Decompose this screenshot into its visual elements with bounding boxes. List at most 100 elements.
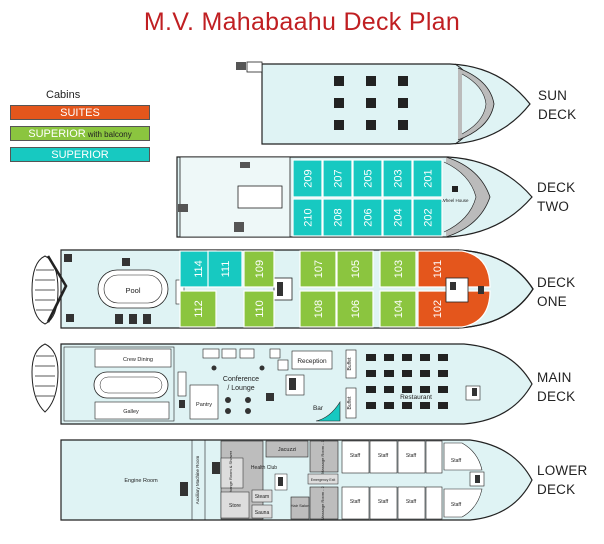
- staff-room: Staff: [397, 486, 426, 520]
- staff-room: Staff: [341, 486, 370, 520]
- cabin-box: [352, 159, 383, 198]
- table-icon: [420, 354, 430, 361]
- massage1-label: Massage Room - 1: [320, 439, 325, 474]
- table-icon: [384, 402, 394, 409]
- pool-label: Pool: [125, 286, 140, 295]
- table-icon: [438, 354, 448, 361]
- legend-suites-label: SUITES: [60, 107, 100, 119]
- bar-label: Bar: [313, 405, 324, 412]
- table-icon: [438, 386, 448, 393]
- change-room-label: Change Room & Shower: [228, 450, 233, 495]
- legend-superior-balcony-suffix: with balcony: [87, 130, 132, 139]
- cabin-number: 105: [350, 260, 362, 278]
- cabin-box: [412, 198, 443, 237]
- staff-label: Staff: [406, 453, 417, 459]
- cabin-number: 109: [254, 260, 266, 278]
- cabin-number: 202: [423, 208, 435, 226]
- engine-room-label: Engine Room: [124, 478, 158, 484]
- cabin-208: 208: [322, 198, 353, 237]
- reception-label: Reception: [297, 358, 327, 365]
- cabin-104: 104: [379, 290, 417, 328]
- cabin-box: [352, 198, 383, 237]
- label-deck-one: DECK ONE: [537, 273, 575, 311]
- staff-label: Staff: [451, 458, 462, 464]
- table-icon: [366, 370, 376, 377]
- page-title: M.V. Mahabaahu Deck Plan: [143, 8, 461, 36]
- cabin-204: 204: [382, 198, 413, 237]
- legend-superior-balcony-label: SUPERIOR: [28, 128, 86, 140]
- legend-suites: SUITES: [10, 105, 150, 120]
- cabin-number: 114: [193, 260, 205, 278]
- cabin-112: 112: [179, 290, 217, 328]
- cabin-number: 203: [393, 169, 405, 187]
- cabin-box: [382, 198, 413, 237]
- cabin-number: 207: [333, 169, 345, 187]
- label-lower-line2: DECK: [537, 482, 576, 497]
- cabin-box: [243, 250, 275, 288]
- emergency-label: Emergency Exit: [311, 478, 336, 482]
- cabin-box: [379, 290, 417, 328]
- table-icon: [402, 402, 412, 409]
- staff-room: Staff: [341, 440, 370, 474]
- cabin-number: 108: [313, 300, 325, 318]
- cabin-111: 111: [207, 250, 243, 288]
- buffet-label-1: Buffet: [347, 357, 353, 371]
- cabin-box: [336, 250, 374, 288]
- cabin-number: 104: [393, 300, 405, 318]
- steam-label: Steam: [255, 494, 269, 500]
- cabin-202: 202: [412, 198, 443, 237]
- staff-label: Staff: [350, 453, 361, 459]
- table-icon: [402, 386, 412, 393]
- cabin-number: 205: [363, 169, 375, 187]
- cabin-106: 106: [336, 290, 374, 328]
- restaurant-tables: [366, 354, 448, 409]
- cabin-number: 201: [423, 169, 435, 187]
- staff-label: Staff: [451, 502, 462, 508]
- legend-title: Cabins: [46, 89, 81, 101]
- cabin-205: 205: [352, 159, 383, 198]
- pantry-label: Pantry: [196, 402, 212, 408]
- cabin-number: 103: [393, 260, 405, 278]
- cabin-box: [322, 159, 353, 198]
- sun-deck: [236, 61, 531, 145]
- hair-salon-label: Hair Salon: [291, 503, 310, 508]
- crew-dining-label: Crew Dining: [123, 357, 153, 363]
- cabin-105: 105: [336, 250, 374, 288]
- table-icon: [420, 402, 430, 409]
- table-icon: [384, 370, 394, 377]
- cabin-203: 203: [382, 159, 413, 198]
- label-sun-line1: SUN: [538, 88, 568, 103]
- cabin-box: [379, 250, 417, 288]
- table-icon: [384, 354, 394, 361]
- cabin-207: 207: [322, 159, 353, 198]
- cabin-number: 204: [393, 208, 405, 226]
- label-one-line2: ONE: [537, 294, 567, 309]
- cabin-box: [179, 290, 217, 328]
- health-club-label: Health Club: [251, 465, 277, 471]
- cabin-102: 102: [417, 290, 491, 328]
- table-icon: [366, 354, 376, 361]
- staff-room: Staff: [443, 488, 483, 518]
- conference-label-1: Conference: [223, 376, 259, 383]
- staff-label: Staff: [378, 499, 389, 505]
- sauna-label: Sauna: [255, 510, 270, 516]
- label-two-line1: DECK: [537, 180, 576, 195]
- buffet-label-2: Buffet: [347, 396, 353, 410]
- cabin-number: 210: [303, 208, 315, 226]
- staff-room: [425, 440, 443, 474]
- staff-label: Staff: [406, 499, 417, 505]
- cabin-206: 206: [352, 198, 383, 237]
- label-one-line1: DECK: [537, 275, 576, 290]
- cabin-101: 101: [417, 250, 491, 288]
- bar-counter: [315, 400, 341, 422]
- cabin-201: 201: [412, 159, 443, 198]
- cabin-box: [382, 159, 413, 198]
- cabin-number: 106: [350, 300, 362, 318]
- cabin-number: 101: [432, 260, 444, 278]
- auxiliary-label: Auxiliary Machine Room: [195, 455, 200, 504]
- lower-deck: Engine Room Auxiliary Machine Room Chang…: [60, 439, 533, 521]
